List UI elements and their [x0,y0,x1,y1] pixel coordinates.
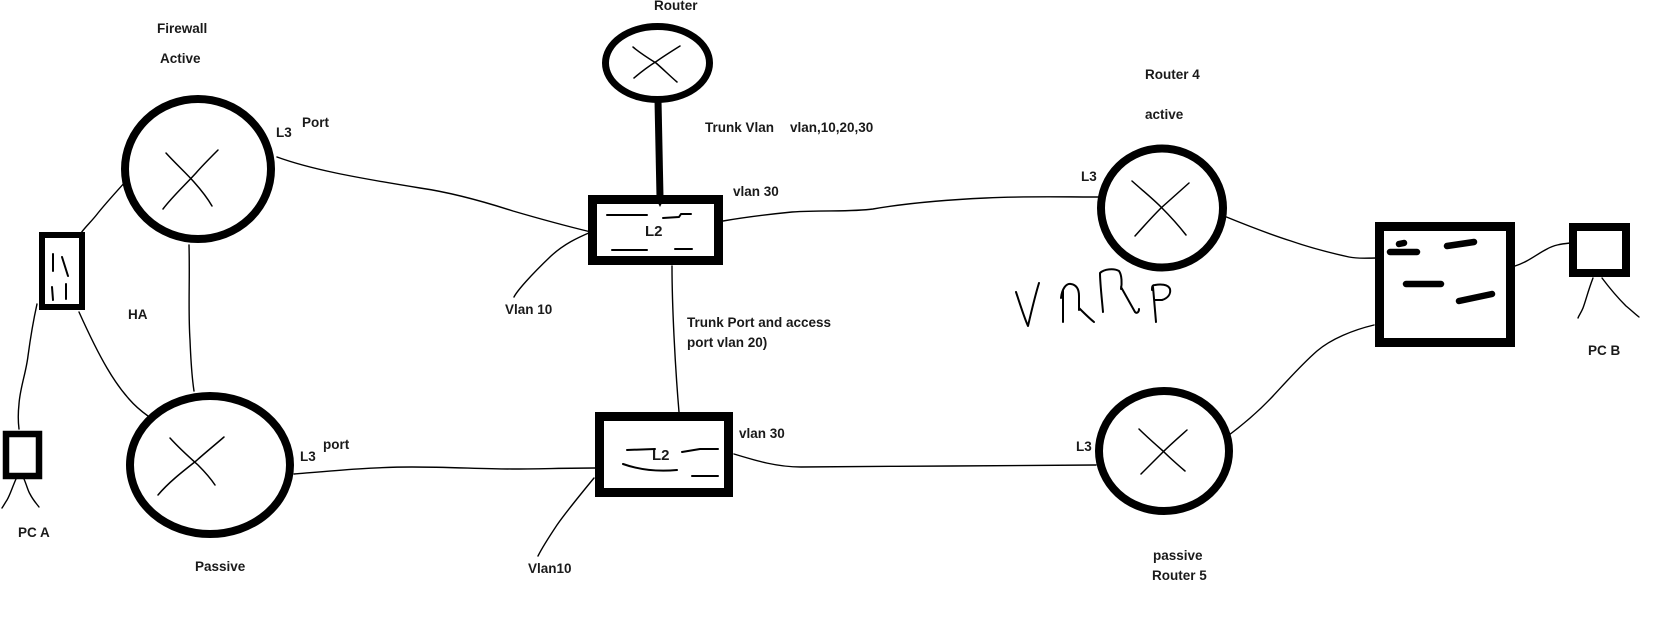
firewall-title-label: Firewall [157,21,207,36]
l2-bottom-label: L2 [652,447,670,464]
router4-x-mark [1131,180,1190,237]
l2-top-switch-marks [606,213,693,251]
pc-b-label: PC B [1588,343,1621,358]
wire-router-to-l2-top [654,99,664,198]
wire-switch-to-pc-b [1514,242,1571,267]
l2-top-switch-node [588,195,723,265]
edge-box-a-shape [39,232,85,310]
router4-layer-label: L3 [1081,169,1097,184]
wire-trunk-l2-to-l2 [671,265,680,413]
router-link-arrowhead [654,195,666,207]
edge-box-a-marks [51,253,69,301]
wire-router5-to-switch [1224,324,1375,439]
router5-state-label: passive [1153,548,1203,563]
pc-a-leg-left [1,478,17,509]
switch-right-node [1375,222,1515,347]
firewall-active-node [121,95,275,243]
router-top-shape [602,23,713,103]
vrrp-handwriting [1015,268,1172,327]
pc-a-leg-right [23,478,40,508]
pc-a-shape [2,430,43,480]
trunk-vlan-list-label: vlan,10,20,30 [790,120,873,135]
wire-edge-box-to-fw-passive [78,311,149,417]
router4-node [1097,144,1227,272]
pc-b-shape [1569,223,1630,277]
fw-passive-port-label: port [323,437,350,452]
fw-passive-layer-label: L3 [300,449,316,464]
router5-layer-label: L3 [1076,439,1092,454]
fw-active-layer-label: L3 [276,125,292,140]
edge-box-a-node [39,232,85,310]
wire-vlan10-bottom-stub [537,477,595,557]
vlan30-top-label: vlan 30 [733,184,779,199]
router5-node [1095,387,1233,515]
vlan10-top-label: Vlan 10 [505,302,552,317]
wire-vlan10-top-stub [513,231,592,298]
wire-l2-top-to-router4 [722,196,1099,222]
ha-label: HA [128,307,148,322]
wire-router4-to-switch [1223,215,1377,259]
wire-fw-passive-to-l2-bottom [293,466,596,475]
router5-x-mark [1138,428,1188,475]
router5-title-label: Router 5 [1152,568,1207,583]
firewall-passive-node [126,392,294,538]
vlan10-bottom-label: Vlan10 [528,561,572,576]
wire-edge-box-to-pc-a [17,303,38,430]
router-top-node [602,23,713,103]
router-top-x-mark [632,45,681,83]
router-to-l2-trunk-link [654,99,666,207]
diagram-labels: Firewall Active L3 Port HA PC A L3 port … [18,0,1621,583]
firewall-passive-shape [126,392,294,538]
firewall-state-label: Active [160,51,201,66]
l2-top-label: L2 [645,223,663,240]
pc-b-leg-right [1601,277,1640,318]
fw-active-port-label: Port [302,115,330,130]
wire-fw-active-to-edge-box [80,180,127,234]
trunk-port-label-line1: Trunk Port and access [687,315,831,330]
pc-a-label: PC A [18,525,50,540]
firewall-active-shape [121,95,275,243]
l2-bottom-switch-marks [622,448,719,477]
router4-state-label: active [1145,107,1184,122]
firewall-passive-x-mark [157,436,225,496]
vrrp-letter-r2 [1099,268,1140,314]
router4-title-label: Router 4 [1145,67,1200,82]
wire-ha-link [188,244,195,392]
l2-bottom-switch-shape [595,412,733,497]
router-top-label: Router [654,0,698,13]
wire-l2-bottom-to-router5 [733,453,1097,468]
trunk-port-label-line2: port vlan 20) [687,335,767,350]
vrrp-letter-v [1015,282,1040,327]
trunk-vlan-label: Trunk Vlan [705,120,774,135]
firewall-active-x-mark [162,149,219,210]
vlan30-bottom-label: vlan 30 [739,426,785,441]
fw-passive-state-label: Passive [195,559,246,574]
l2-bottom-switch-node [595,412,733,497]
vrrp-letter-r1 [1060,282,1095,323]
switch-right-marks [1386,238,1496,305]
pc-b-leg-left [1577,277,1594,319]
wire-fw-active-to-l2-top [276,156,592,233]
connection-wires [1,156,1640,557]
vrrp-letter-p [1151,283,1172,323]
